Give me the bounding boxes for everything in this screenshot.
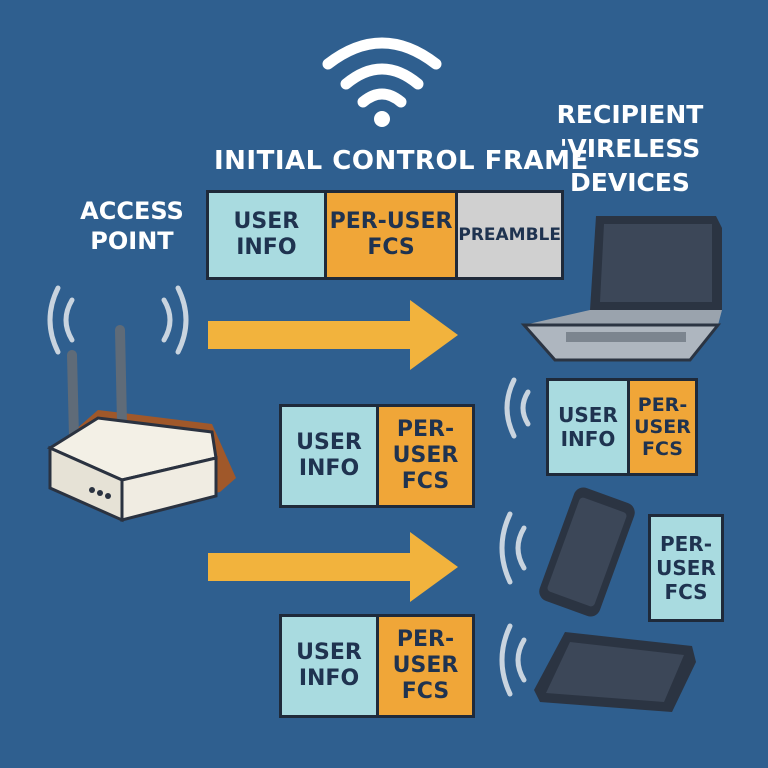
user-info-field: USER INFO	[209, 193, 324, 277]
wifi-icon	[322, 37, 442, 127]
router-icon	[46, 325, 236, 523]
per-user-fcs-field: PER- USER FCS	[379, 617, 472, 715]
signal-waves-icon	[499, 623, 527, 697]
laptop-user-frame: USER INFO PER- USER FCS	[546, 378, 698, 476]
user-info-field: USER INFO	[549, 381, 627, 473]
recipient-devices-label: RECIPIENT 'VIRELESS DEVICES	[556, 100, 704, 197]
user-frame-bottom: USER INFO PER- USER FCS	[279, 614, 475, 718]
preamble-field: PREAMBLE	[458, 193, 561, 277]
phone-icon	[539, 487, 635, 617]
diagram-title: INITIAL CONTROL FRAME	[214, 146, 589, 176]
arrow-right-icon	[208, 300, 458, 602]
signal-waves-icon	[499, 511, 527, 585]
user-info-field: USER INFO	[282, 617, 376, 715]
user-info-field: USER INFO	[282, 407, 376, 505]
phone-user-frame: PER- USER FCS	[648, 514, 724, 622]
per-user-fcs-field: PER- USER FCS	[379, 407, 472, 505]
per-user-fcs-field: PER- USER FCS	[630, 381, 695, 473]
per-user-fcs-field: PER-USER FCS	[326, 193, 456, 277]
access-point-label: ACCESS POINT	[80, 197, 184, 255]
signal-waves-icon	[504, 377, 531, 439]
user-frame-middle: USER INFO PER- USER FCS	[279, 404, 475, 508]
per-user-fcs-field: PER- USER FCS	[651, 517, 721, 619]
laptop-icon	[520, 216, 722, 362]
signal-waves-icon	[47, 285, 189, 355]
initial-control-frame: USER INFO PER-USER FCS PREAMBLE	[206, 190, 564, 280]
tablet-icon	[534, 632, 696, 712]
